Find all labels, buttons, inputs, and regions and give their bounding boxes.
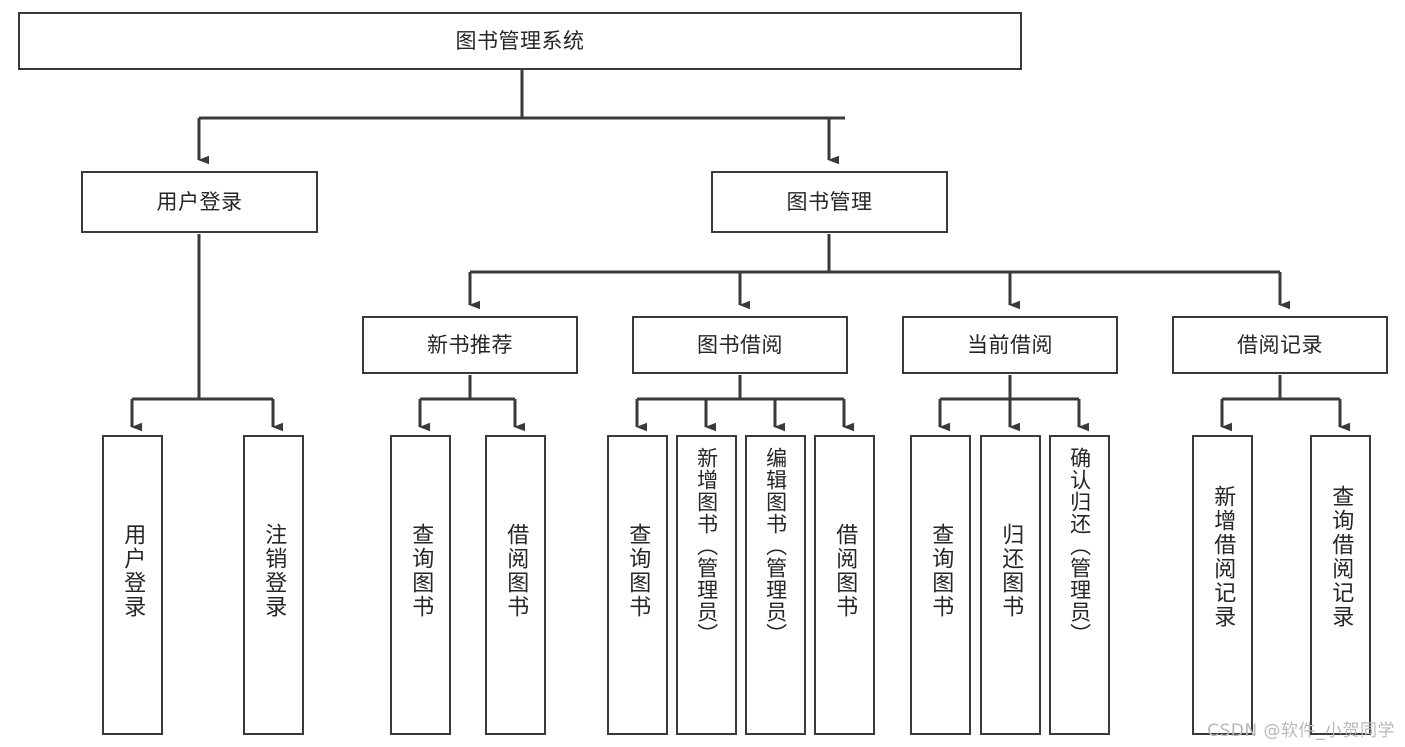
node-leaf-borrow-book-1-label: 借阅图书 bbox=[503, 523, 529, 619]
node-leaf-user-login-label: 用户登录 bbox=[120, 523, 146, 619]
node-book-manage[interactable]: 图书管理 bbox=[711, 171, 948, 233]
node-leaf-borrow-book-2[interactable]: 借阅图书 bbox=[814, 435, 875, 735]
node-leaf-confirm-return[interactable]: 确认归还（管理员） bbox=[1049, 435, 1110, 735]
node-leaf-logout-label: 注销登录 bbox=[261, 523, 287, 619]
node-leaf-add-book[interactable]: 新增图书（管理员） bbox=[676, 435, 737, 735]
node-leaf-edit-book[interactable]: 编辑图书（管理员） bbox=[745, 435, 806, 735]
watermark: CSDN @软件_小贺同学 bbox=[1207, 721, 1395, 741]
node-leaf-add-record-label: 新增借阅记录 bbox=[1210, 485, 1236, 629]
node-leaf-query-book-2[interactable]: 查询图书 bbox=[607, 435, 668, 735]
node-leaf-edit-book-label: 编辑图书（管理员） bbox=[763, 447, 788, 645]
node-leaf-confirm-return-label: 确认归还（管理员） bbox=[1067, 447, 1092, 645]
node-book-borrow-label: 图书借阅 bbox=[697, 332, 783, 357]
node-root-label: 图书管理系统 bbox=[455, 28, 585, 53]
node-leaf-logout[interactable]: 注销登录 bbox=[243, 435, 304, 735]
node-leaf-query-record-label: 查询借阅记录 bbox=[1328, 485, 1354, 629]
node-book-borrow[interactable]: 图书借阅 bbox=[632, 316, 848, 374]
node-leaf-query-book-1-label: 查询图书 bbox=[408, 523, 434, 619]
node-borrow-record[interactable]: 借阅记录 bbox=[1172, 316, 1388, 374]
node-book-manage-label: 图书管理 bbox=[786, 189, 873, 214]
node-new-book-rec[interactable]: 新书推荐 bbox=[362, 316, 578, 374]
node-leaf-return-book-label: 归还图书 bbox=[998, 523, 1024, 619]
node-leaf-query-book-3[interactable]: 查询图书 bbox=[910, 435, 971, 735]
node-leaf-add-book-label: 新增图书（管理员） bbox=[694, 447, 719, 645]
node-leaf-borrow-book-2-label: 借阅图书 bbox=[832, 523, 858, 619]
node-current-borrow-label: 当前借阅 bbox=[967, 332, 1053, 357]
node-user-login[interactable]: 用户登录 bbox=[81, 171, 318, 233]
node-leaf-query-book-3-label: 查询图书 bbox=[928, 523, 954, 619]
node-leaf-query-record[interactable]: 查询借阅记录 bbox=[1310, 435, 1371, 735]
node-new-book-rec-label: 新书推荐 bbox=[427, 332, 513, 357]
node-leaf-query-book-1[interactable]: 查询图书 bbox=[390, 435, 451, 735]
node-user-login-label: 用户登录 bbox=[156, 189, 243, 214]
node-leaf-return-book[interactable]: 归还图书 bbox=[980, 435, 1041, 735]
node-leaf-add-record[interactable]: 新增借阅记录 bbox=[1192, 435, 1253, 735]
node-root[interactable]: 图书管理系统 bbox=[18, 12, 1022, 70]
node-leaf-borrow-book-1[interactable]: 借阅图书 bbox=[485, 435, 546, 735]
node-borrow-record-label: 借阅记录 bbox=[1237, 332, 1323, 357]
node-current-borrow[interactable]: 当前借阅 bbox=[902, 316, 1118, 374]
node-leaf-user-login[interactable]: 用户登录 bbox=[102, 435, 163, 735]
node-leaf-query-book-2-label: 查询图书 bbox=[625, 523, 651, 619]
